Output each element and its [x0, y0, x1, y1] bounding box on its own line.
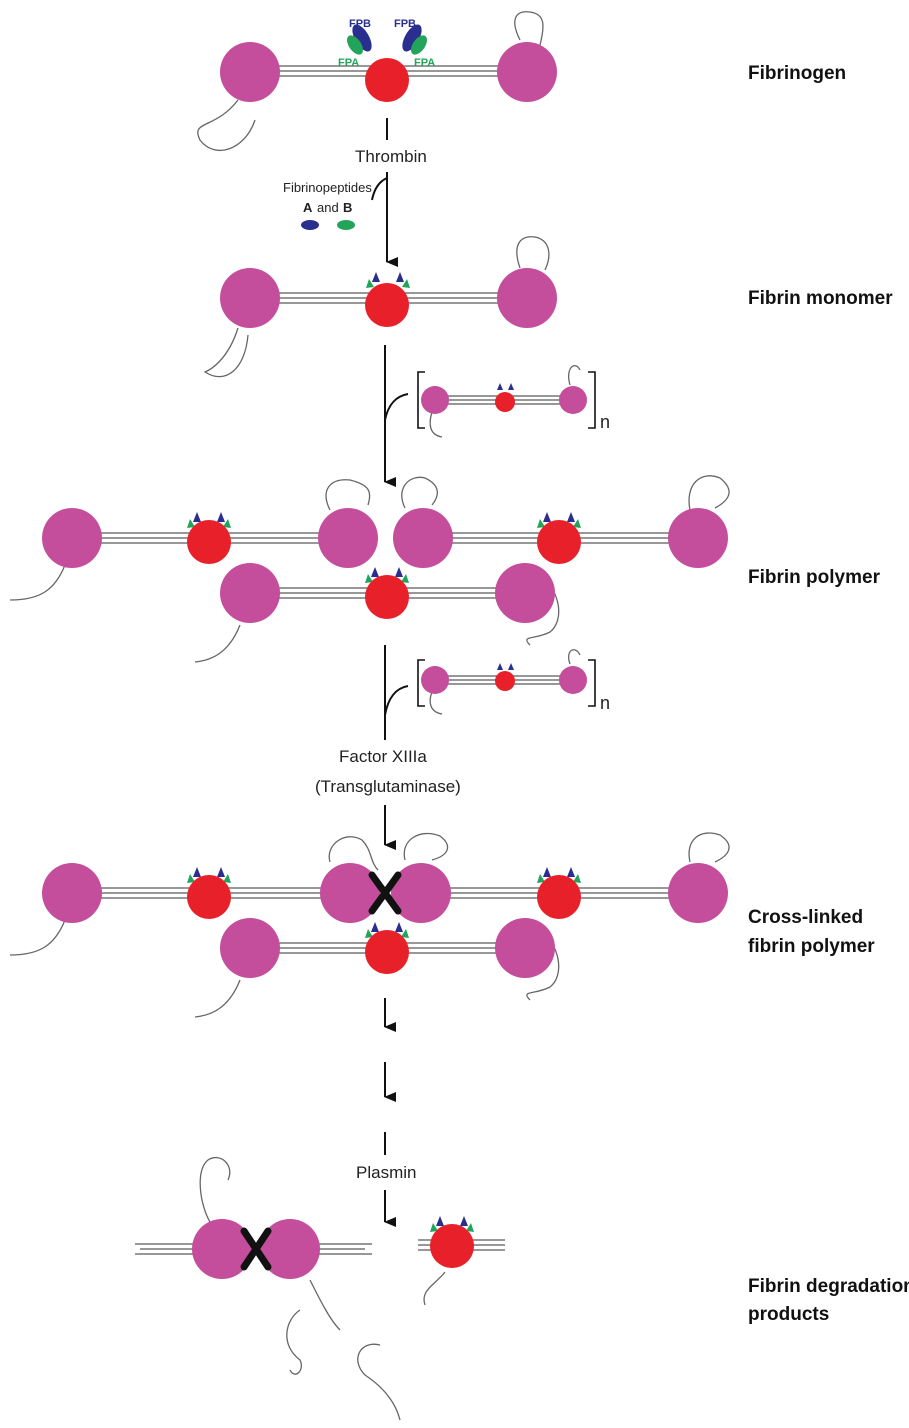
- stage-label-degradation-2: products: [748, 1304, 829, 1325]
- e-domain: [537, 875, 581, 919]
- e-domain: [537, 520, 581, 564]
- peptide-b-label: B: [343, 200, 352, 215]
- e-domain: [430, 1224, 474, 1268]
- d-domain: [318, 508, 378, 568]
- d-domain: [559, 386, 587, 414]
- e-domain: [365, 283, 409, 327]
- fpa-peptide: [411, 35, 427, 55]
- crosslinked-fibrin-polymer: [9, 832, 730, 1018]
- d-domain: [497, 42, 557, 102]
- repeat-subscript-1: n: [600, 412, 610, 432]
- d-domain: [220, 268, 280, 328]
- crosslinking-step: n Factor XIIIa (Transglutaminase): [315, 645, 610, 850]
- fpa-peptide: [347, 35, 363, 55]
- degradation-products: [135, 1156, 505, 1421]
- fibrin-monomer-molecule: [203, 236, 557, 378]
- fpa-right-label: FPA: [414, 57, 435, 69]
- d-domain: [495, 918, 555, 978]
- d-domain: [42, 508, 102, 568]
- crosslink-mark: [240, 1227, 272, 1271]
- stage-label-fibrinogen: Fibrinogen: [748, 63, 846, 84]
- thrombin-label: Thrombin: [355, 147, 427, 166]
- e-domain: [495, 671, 515, 691]
- factor-xiiia-label: Factor XIIIa: [339, 747, 427, 766]
- d-domain: [497, 268, 557, 328]
- fpb-peptide: [352, 24, 372, 52]
- fibrin-polymer-assembly: [9, 475, 730, 663]
- stage-label-degradation-1: Fibrin degradation: [748, 1276, 909, 1297]
- e-domain: [187, 520, 231, 564]
- d-domain: [559, 666, 587, 694]
- stage-label-crosslinked-1: Cross-linked: [748, 907, 863, 928]
- d-domain: [260, 1219, 320, 1279]
- d-domain: [220, 42, 280, 102]
- stage-label-fibrin-polymer: Fibrin polymer: [748, 567, 881, 588]
- released-fpb-icon: [301, 220, 319, 230]
- e-domain: [365, 58, 409, 102]
- d-domain: [421, 666, 449, 694]
- polymerization-step: n: [384, 345, 610, 487]
- stage-label-fibrin-monomer: Fibrin monomer: [748, 288, 893, 309]
- fpb-left-label: FPB: [349, 18, 371, 30]
- fibrinogen-molecule: FPB FPB FPA FPA: [197, 11, 557, 151]
- crosslink-mark: [368, 871, 402, 915]
- d-domain: [495, 563, 555, 623]
- released-fpa-icon: [337, 220, 355, 230]
- fibrinopeptides-label: Fibrinopeptides: [283, 180, 372, 195]
- fpb-peptide: [402, 24, 422, 52]
- e-domain: [365, 575, 409, 619]
- d-domain: [421, 386, 449, 414]
- repeat-subscript-2: n: [600, 693, 610, 713]
- thrombin-step: Thrombin Fibrinopeptides A and B: [283, 118, 427, 267]
- e-domain: [365, 930, 409, 974]
- e-domain: [187, 875, 231, 919]
- degradation-step: Plasmin: [356, 998, 416, 1227]
- d-domain: [320, 863, 380, 923]
- plasmin-label: Plasmin: [356, 1163, 416, 1182]
- d-domain: [391, 863, 451, 923]
- fpb-right-label: FPB: [394, 18, 416, 30]
- d-domain: [220, 918, 280, 978]
- transglutaminase-label: (Transglutaminase): [315, 777, 461, 796]
- d-domain: [42, 863, 102, 923]
- d-domain: [192, 1219, 252, 1279]
- d-domain: [220, 563, 280, 623]
- d-domain: [668, 863, 728, 923]
- d-domain: [393, 508, 453, 568]
- peptide-and-label: and: [317, 200, 339, 215]
- d-domain: [668, 508, 728, 568]
- peptide-a-label: A: [303, 200, 313, 215]
- e-domain: [495, 392, 515, 412]
- stage-label-crosslinked-2: fibrin polymer: [748, 936, 875, 957]
- fpa-left-label: FPA: [338, 57, 359, 69]
